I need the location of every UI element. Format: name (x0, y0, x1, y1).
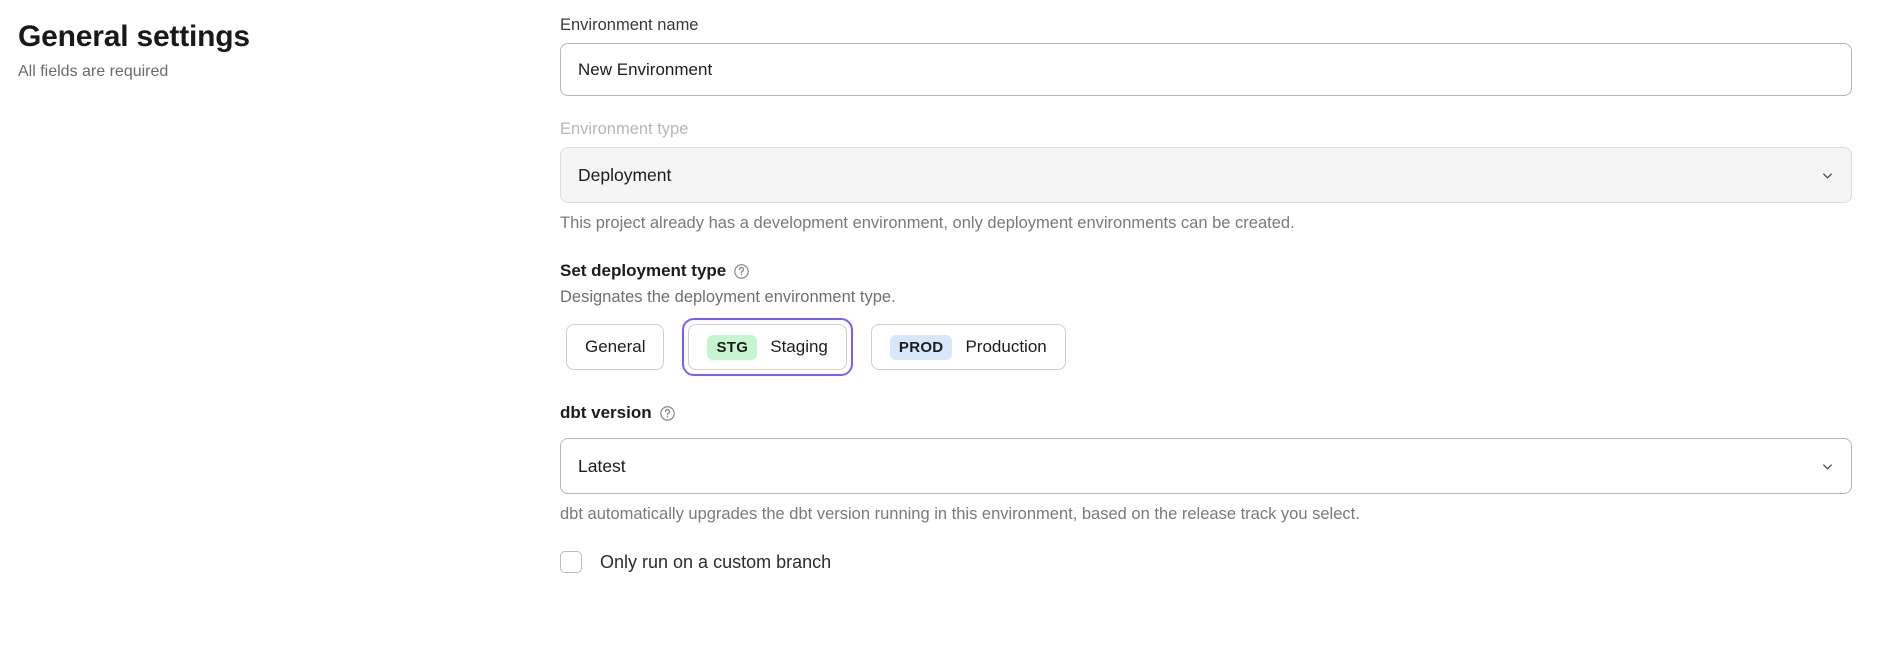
deployment-option-staging[interactable]: STG Staging (688, 324, 847, 370)
custom-branch-checkbox[interactable] (560, 551, 582, 573)
environment-type-label: Environment type (560, 120, 689, 138)
deployment-type-label: Set deployment type (560, 261, 727, 280)
page-header: General settings All fields are required (18, 18, 518, 83)
environment-type-helper: This project already has a development e… (560, 214, 1295, 232)
deployment-option-staging-wrap: STG Staging (682, 318, 853, 376)
environment-name-value: New Environment (578, 59, 713, 79)
custom-branch-row[interactable]: Only run on a custom branch (560, 550, 1852, 574)
deployment-type-options: General STG Staging PROD Production (560, 318, 1852, 376)
help-circle-icon[interactable] (659, 405, 676, 422)
deployment-type-label-row: Set deployment type (560, 260, 1852, 282)
environment-name-label: Environment name (560, 16, 699, 34)
deployment-option-general-label: General (585, 337, 646, 356)
dbt-version-field: dbt version Latest dbt automatically upg… (560, 402, 1852, 525)
deployment-option-general-wrap: General (560, 318, 670, 376)
deployment-type-field: Set deployment type Designates the deplo… (560, 260, 1852, 376)
dbt-version-select[interactable]: Latest (560, 438, 1852, 494)
deployment-option-production-label: Production (965, 337, 1047, 356)
dbt-version-value: Latest (578, 455, 626, 476)
help-circle-icon[interactable] (733, 263, 750, 280)
deployment-option-general[interactable]: General (566, 324, 665, 370)
environment-type-select[interactable]: Deployment (560, 147, 1852, 203)
deployment-option-production-badge: PROD (889, 334, 953, 360)
chevron-down-icon (1820, 459, 1835, 474)
deployment-option-staging-label: Staging (770, 337, 828, 356)
deployment-option-production-wrap: PROD Production (865, 318, 1072, 376)
environment-type-field: Environment type Deployment This project… (560, 118, 1852, 234)
deployment-type-description: Designates the deployment environment ty… (560, 288, 896, 306)
settings-form: Environment name New Environment Environ… (560, 14, 1852, 574)
environment-type-value: Deployment (578, 164, 672, 185)
environment-name-input[interactable]: New Environment (560, 43, 1852, 96)
dbt-version-helper: dbt automatically upgrades the dbt versi… (560, 505, 1360, 523)
environment-name-field: Environment name New Environment (560, 14, 1852, 96)
dbt-version-label: dbt version (560, 403, 652, 422)
deployment-option-production[interactable]: PROD Production (870, 324, 1066, 370)
page-title: General settings (18, 20, 250, 53)
custom-branch-label: Only run on a custom branch (600, 552, 832, 572)
deployment-option-staging-badge: STG (707, 334, 758, 360)
page-subtitle: All fields are required (18, 63, 169, 80)
chevron-down-icon (1820, 168, 1835, 183)
dbt-version-label-row: dbt version (560, 402, 1852, 424)
